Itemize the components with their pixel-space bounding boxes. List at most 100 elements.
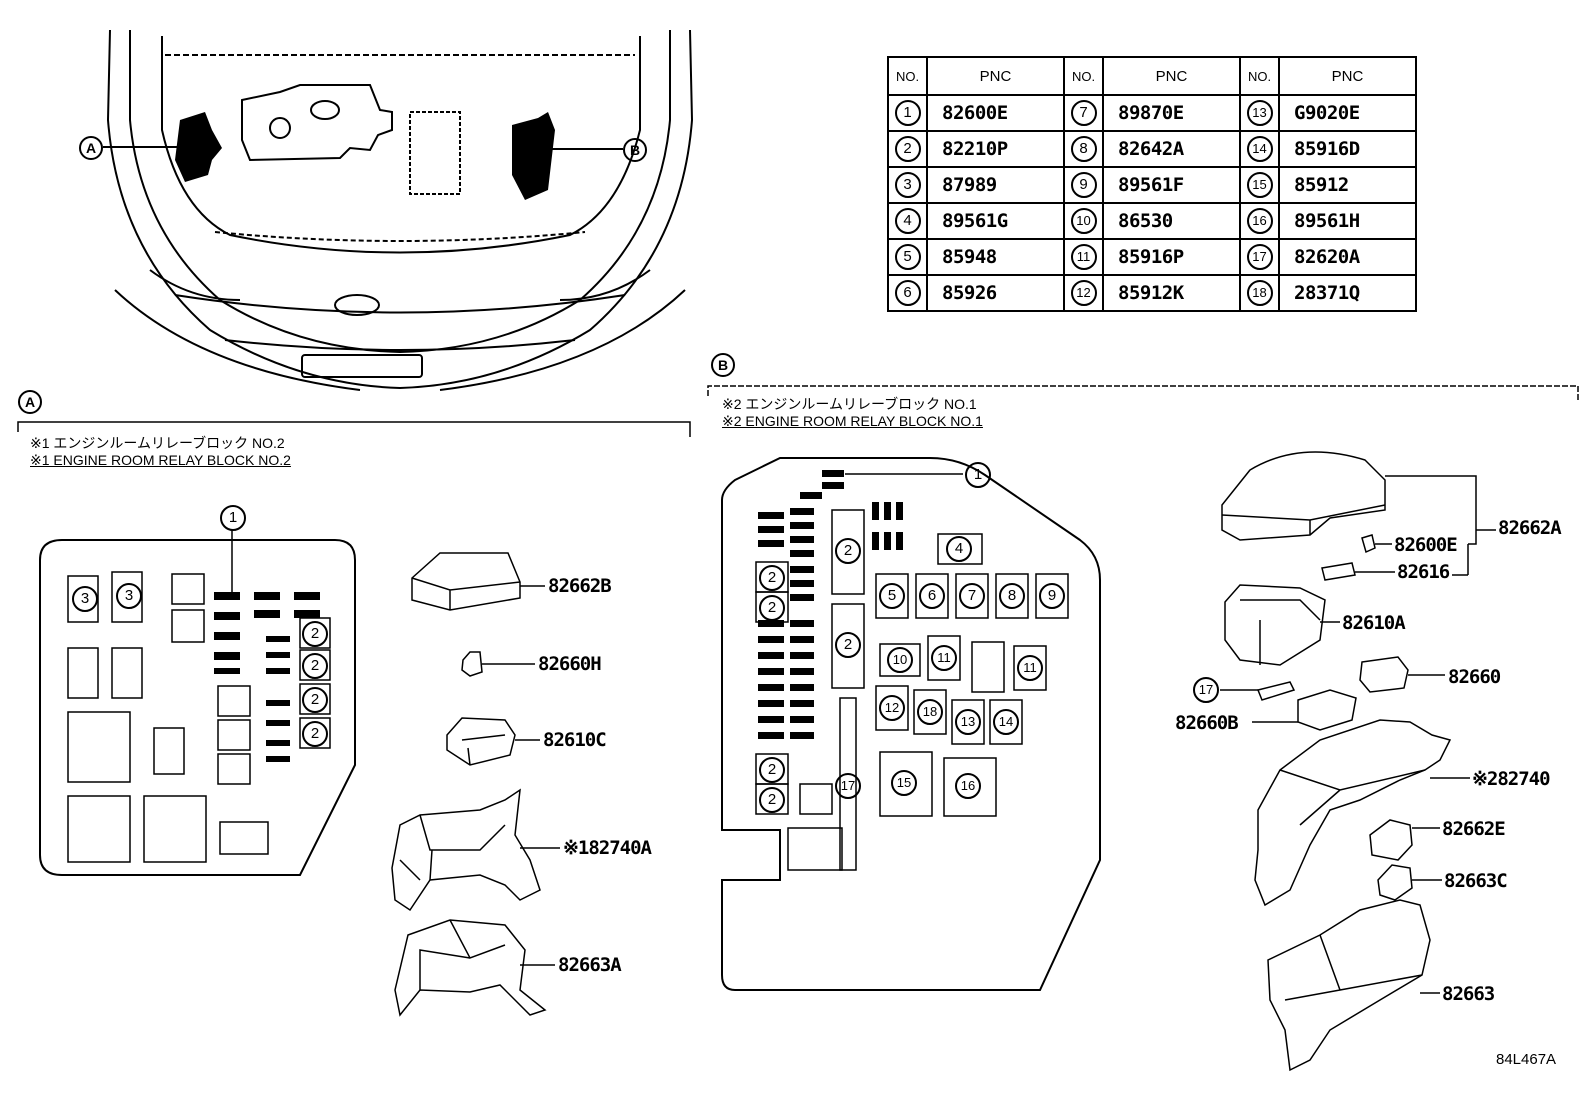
- b-slot-label: 11: [1017, 655, 1043, 681]
- table-cell-no: 2: [887, 130, 928, 168]
- a-slot-label: 1: [220, 505, 246, 531]
- b-slot-label: 2: [759, 757, 785, 783]
- b-slot-label: 4: [946, 536, 972, 562]
- part-82663a: 82663A: [558, 954, 622, 976]
- table-cell-pnc: 89561H: [1278, 202, 1417, 240]
- a-slot-label: 2: [302, 687, 328, 713]
- item-number: 8: [1070, 136, 1097, 162]
- b-slot-label: 18: [917, 699, 943, 725]
- table-cell-no: 10: [1063, 202, 1104, 240]
- part-82660h: 82660H: [538, 653, 602, 675]
- col-no-1: NO.: [887, 56, 928, 96]
- callout-a: A: [79, 136, 103, 160]
- item-number: 13: [1246, 100, 1273, 126]
- part-82740: ※282740: [1472, 768, 1551, 790]
- table-cell-pnc: G9020E: [1278, 94, 1417, 132]
- callout-b: B: [623, 138, 647, 162]
- a-slot-label: 2: [302, 621, 328, 647]
- section-a-note-jp: ※1 エンジンルームリレーブロック NO.2: [30, 435, 285, 451]
- b-slot-label: 9: [1039, 583, 1065, 609]
- item-number: 9: [1070, 172, 1097, 198]
- table-cell-pnc: 85948: [926, 238, 1065, 276]
- b-slot-label: 2: [759, 595, 785, 621]
- table-cell-no: 8: [1063, 130, 1104, 168]
- table-cell-pnc: 89561F: [1102, 166, 1241, 204]
- section-a-marker: A: [18, 390, 42, 414]
- b-slot-label: 6: [919, 583, 945, 609]
- a-slot-label: 3: [116, 583, 142, 609]
- item-number: 18: [1246, 280, 1273, 306]
- relay-block-a-location: [175, 112, 222, 182]
- table-cell-pnc: 28371Q: [1278, 274, 1417, 312]
- col-pnc-1: PNC: [926, 56, 1065, 96]
- part-82660: 82660: [1448, 666, 1501, 688]
- table-cell-no: 11: [1063, 238, 1104, 276]
- table-cell-no: 5: [887, 238, 928, 276]
- table-cell-no: 1: [887, 94, 928, 132]
- b-slot-label: 10: [887, 647, 913, 673]
- table-cell-pnc: 85916D: [1278, 130, 1417, 168]
- b-slot-label: 12: [879, 695, 905, 721]
- a-slot-label: 2: [302, 721, 328, 747]
- table-cell-no: 17: [1239, 238, 1280, 276]
- b-slot-label: 14: [993, 709, 1019, 735]
- part-82740a: ※182740A: [563, 837, 652, 859]
- table-cell-no: 15: [1239, 166, 1280, 204]
- part-82663: 82663: [1442, 983, 1495, 1005]
- relay-block-b-location: [512, 112, 555, 200]
- part-82600e: 82600E: [1394, 534, 1458, 556]
- table-cell-no: 14: [1239, 130, 1280, 168]
- b-slot-label: 17: [835, 773, 861, 799]
- item-number: 17: [1246, 244, 1273, 270]
- part-82610c: 82610C: [543, 729, 607, 751]
- table-cell-pnc: 85912: [1278, 166, 1417, 204]
- item-number: 2: [894, 136, 921, 162]
- a-slot-label: 3: [72, 586, 98, 612]
- item-number: 10: [1070, 208, 1097, 234]
- col-no-2: NO.: [1063, 56, 1104, 96]
- section-a-note-en: ※1 ENGINE ROOM RELAY BLOCK NO.2: [30, 452, 291, 468]
- b-slot-label: 7: [959, 583, 985, 609]
- b-slot-label: 2: [835, 632, 861, 658]
- table-cell-pnc: 85912K: [1102, 274, 1241, 312]
- table-cell-no: 9: [1063, 166, 1104, 204]
- table-cell-no: 4: [887, 202, 928, 240]
- section-b-note: ※2 エンジンルームリレーブロック NO.1 ※2 ENGINE ROOM RE…: [722, 396, 983, 430]
- table-cell-no: 13: [1239, 94, 1280, 132]
- b-slot-label: 2: [759, 787, 785, 813]
- item-number: 6: [894, 280, 921, 306]
- table-cell-pnc: 89870E: [1102, 94, 1241, 132]
- b-slot-label: 1: [965, 462, 991, 488]
- item-number: 16: [1246, 208, 1273, 234]
- b-slot-label: 5: [879, 583, 905, 609]
- b-slot-label: 15: [891, 770, 917, 796]
- table-cell-no: 12: [1063, 274, 1104, 312]
- table-cell-no: 3: [887, 166, 928, 204]
- item-number: 7: [1070, 100, 1097, 126]
- table-cell-pnc: 82620A: [1278, 238, 1417, 276]
- b-slot-label: 8: [999, 583, 1025, 609]
- item-number: 1: [894, 100, 921, 126]
- item-number: 14: [1246, 136, 1273, 162]
- b-slot-label: 11: [931, 645, 957, 671]
- item-number: 5: [894, 244, 921, 270]
- col-no-3: NO.: [1239, 56, 1280, 96]
- figure-code: 84L467A: [1496, 1051, 1557, 1068]
- table-cell-pnc: 87989: [926, 166, 1065, 204]
- item-number: 12: [1070, 280, 1097, 306]
- table-cell-pnc: 85926: [926, 274, 1065, 312]
- b-slot-label: 2: [835, 538, 861, 564]
- part-82663c: 82663C: [1444, 870, 1508, 892]
- table-cell-pnc: 82210P: [926, 130, 1065, 168]
- table-cell-no: 6: [887, 274, 928, 312]
- b-slot-label: 16: [955, 773, 981, 799]
- b-slot-label: 13: [955, 709, 981, 735]
